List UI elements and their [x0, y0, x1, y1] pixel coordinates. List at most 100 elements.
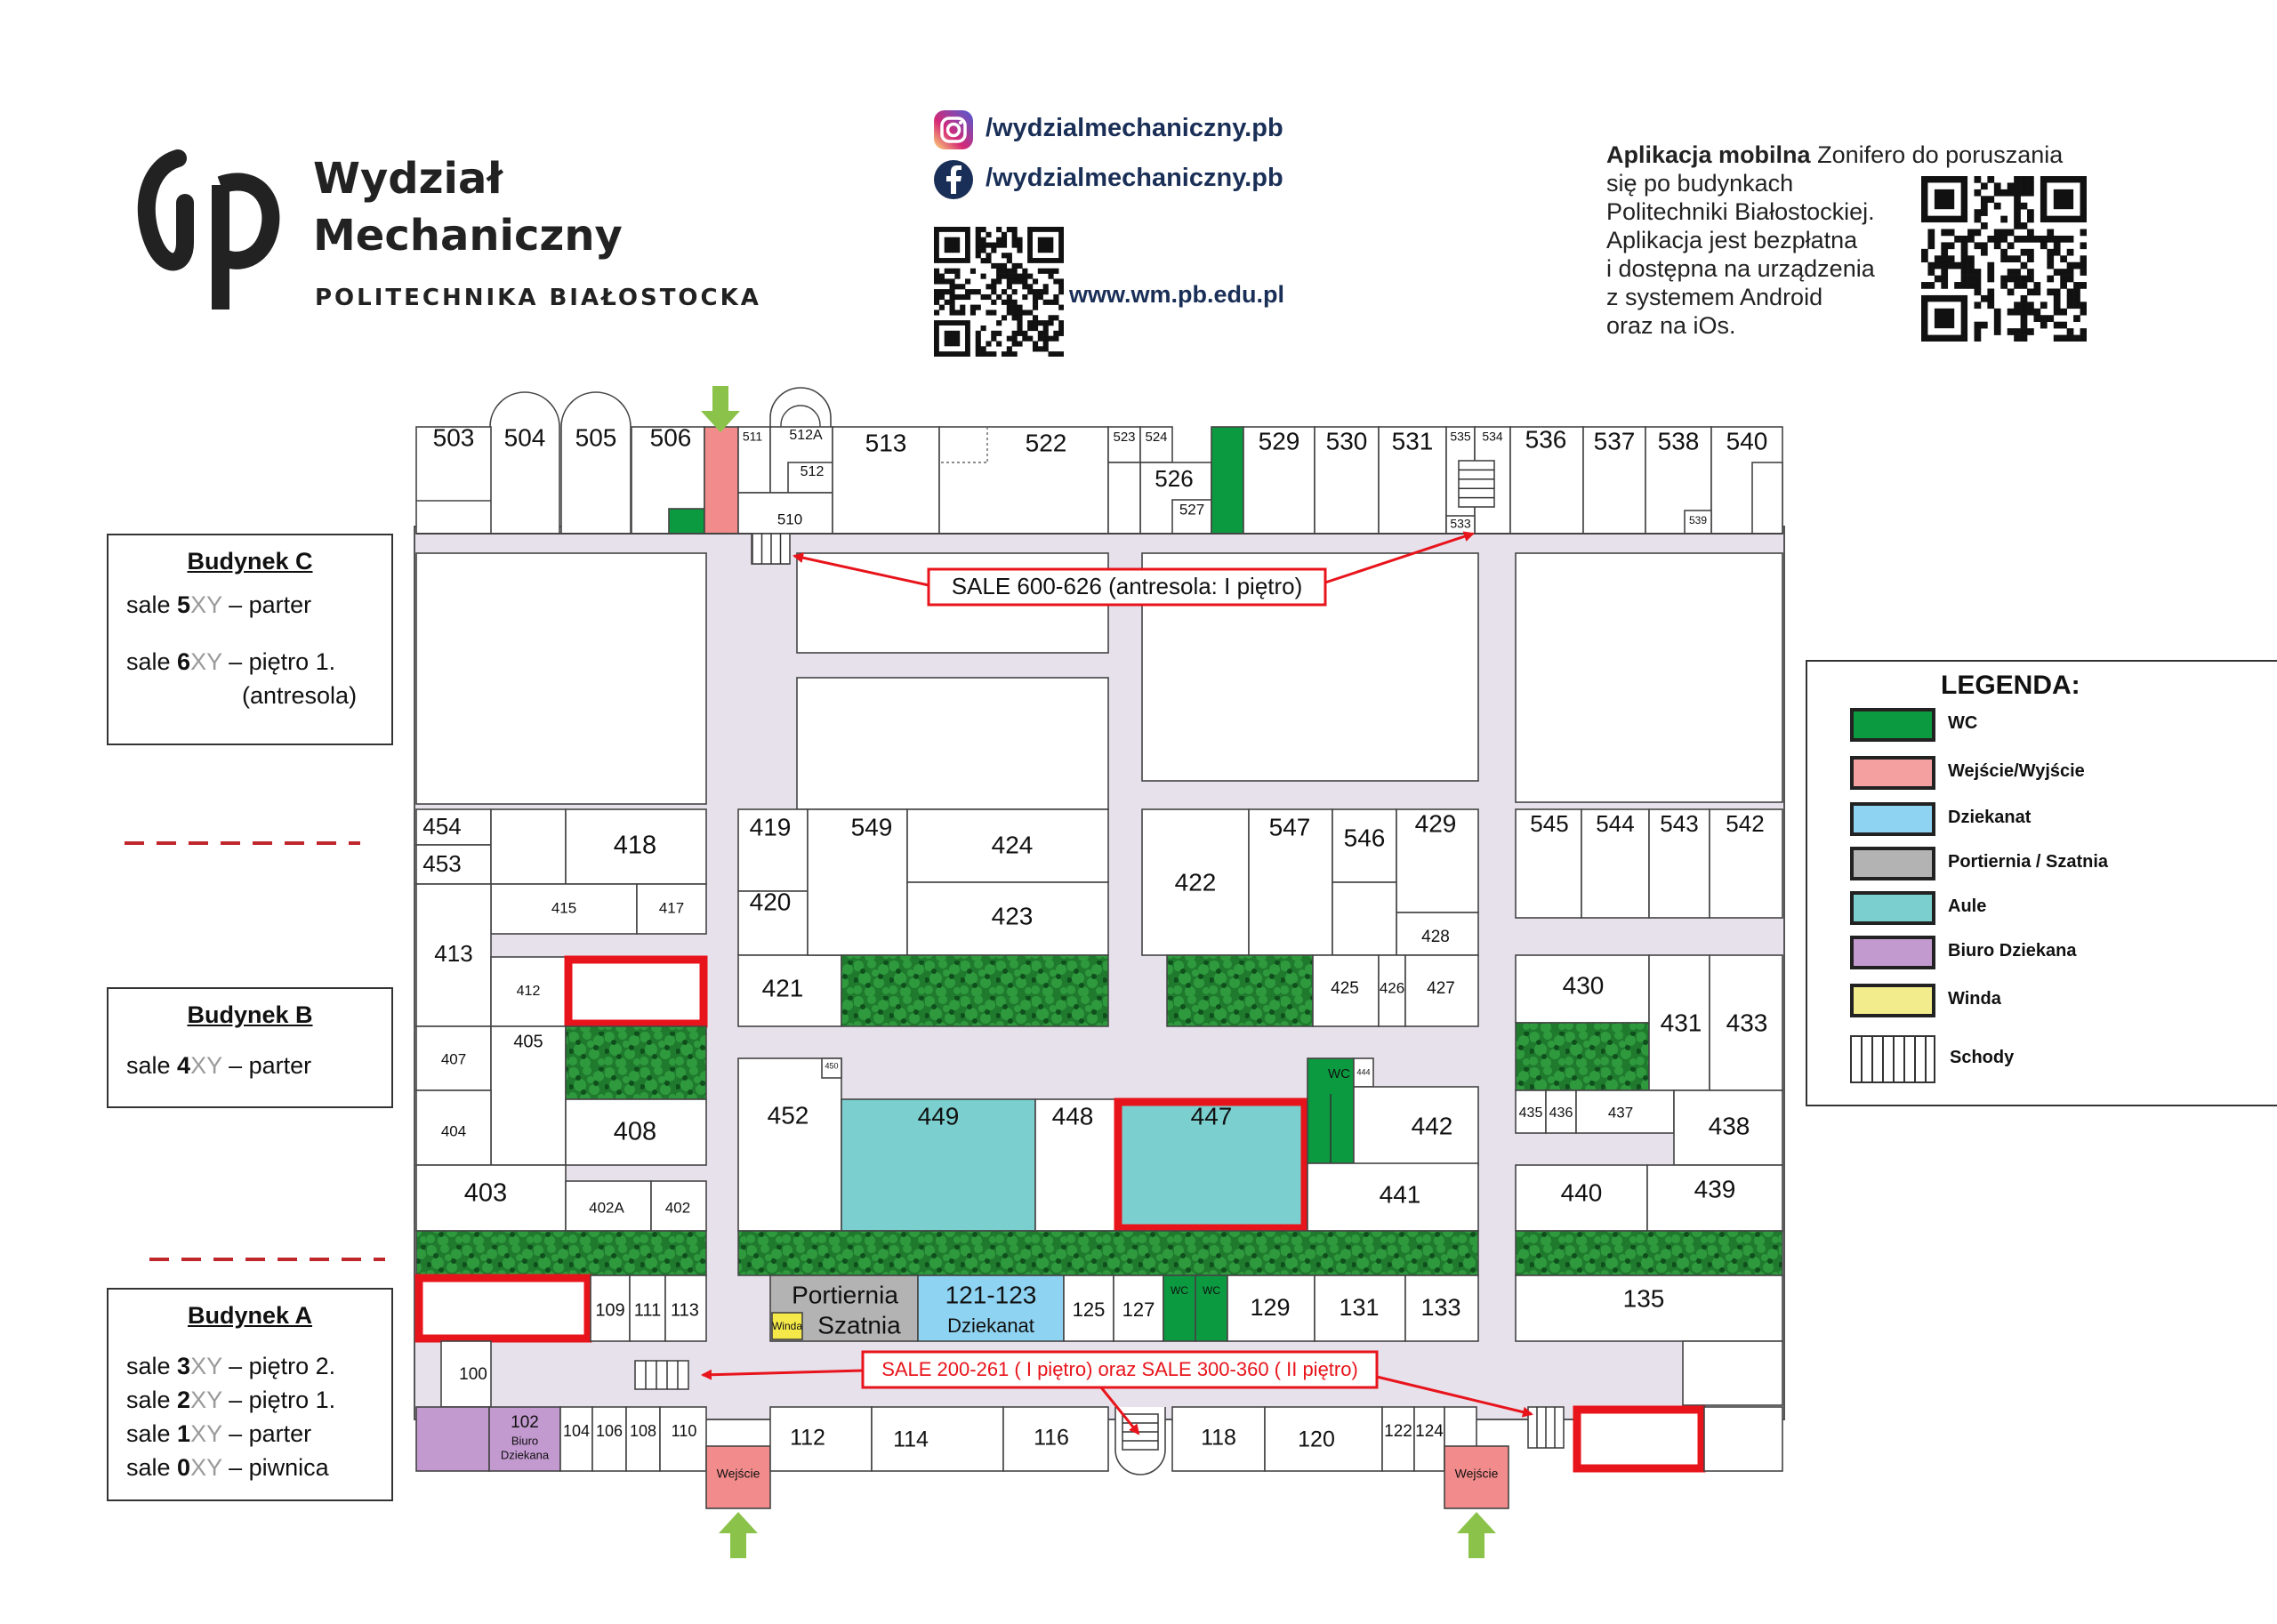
qr-module [2020, 176, 2028, 183]
qr-module [2014, 235, 2021, 243]
qr-module [1993, 308, 2001, 316]
arch-outline [560, 391, 632, 534]
room-label: 549 [851, 813, 893, 840]
room-label: 546 [1344, 824, 1386, 851]
room-box [625, 1406, 661, 1472]
qr-module [2060, 235, 2067, 243]
qr-module [1027, 335, 1034, 342]
qr-module [954, 293, 961, 301]
qr-module [2060, 275, 2067, 283]
qr-module [1967, 235, 1975, 243]
qr-module [2007, 229, 2015, 237]
facebook-handle[interactable]: /wydzialmechaniczny.pb [986, 164, 1283, 192]
qr-module [1032, 320, 1039, 326]
qr-module [1947, 261, 1955, 269]
room-label: 452 [768, 1101, 809, 1129]
qr-module [1058, 284, 1064, 290]
qr-module [2000, 215, 2008, 223]
hall-right-block [1515, 552, 1783, 803]
qr-module [2007, 328, 2015, 335]
room-box [737, 890, 809, 956]
qr-module [2073, 261, 2080, 269]
qr-module [1037, 346, 1043, 352]
instagram-handle[interactable]: /wydzialmechaniczny.pb [986, 114, 1283, 142]
room-label: 132 [1619, 1423, 1661, 1451]
qr-module [1058, 325, 1064, 332]
qr-module [1058, 289, 1064, 295]
room-449 [841, 1098, 1036, 1232]
qr-module [2060, 269, 2067, 276]
faculty-name-line1: Wydział [313, 154, 503, 204]
qr-module [1058, 304, 1064, 310]
room-box [1227, 1274, 1316, 1342]
qr-module [970, 304, 977, 310]
hala-pojazdow [415, 552, 707, 805]
room-box [1581, 808, 1650, 919]
room-label: 118 [1201, 1426, 1236, 1451]
qr-module [1058, 320, 1064, 326]
qr-module [2014, 308, 2021, 316]
building-a-line4: sale 0XY – piwnica [126, 1451, 391, 1484]
qr-module [949, 278, 955, 285]
qr-module [2014, 275, 2021, 283]
building-c-l1b: 5 [177, 591, 191, 618]
building-a-l4n: 0 [177, 1454, 191, 1481]
qr-module [2020, 202, 2028, 210]
qr-module [1974, 189, 1982, 197]
room-410 [565, 956, 707, 1027]
room-label: 447 [1191, 1102, 1233, 1130]
qr-module [2014, 255, 2021, 263]
qr-module [1011, 262, 1018, 269]
qr-module [1941, 255, 1949, 263]
app-line-5: i dostępna na urządzenia [1606, 255, 1875, 282]
qr-module [996, 293, 1002, 301]
room-label: 511 [743, 430, 763, 444]
building-c-l2c: XY [190, 648, 222, 675]
building-separator-ba [149, 1258, 385, 1261]
qr-module [2014, 222, 2021, 229]
qr-module [2014, 209, 2021, 216]
qr-module [2020, 315, 2028, 322]
qr-module [934, 273, 940, 279]
website-url[interactable]: www.wm.pb.edu.pl [1069, 281, 1284, 308]
room-wc [668, 508, 705, 535]
qr-module [938, 304, 945, 310]
qr-module [954, 268, 961, 274]
qr-module [2060, 255, 2067, 263]
building-c-l1d: – parter [221, 591, 312, 618]
room-box [1171, 1406, 1266, 1472]
building-b-line1: sale 4XY – parter [126, 1049, 391, 1082]
callout-arrow [1376, 1375, 1533, 1418]
qr-module [2000, 248, 2008, 256]
building-c-l1a: sale [126, 591, 178, 618]
qr-module [1987, 294, 1995, 302]
app-qr-code[interactable] [1921, 176, 2087, 342]
qr-module [975, 289, 981, 295]
building-a-l3p: sale [126, 1420, 178, 1447]
qr-module [1017, 341, 1023, 347]
entrance-arrow-icon [719, 1512, 758, 1558]
legend-swatch [1850, 984, 1935, 1017]
qr-module [1941, 229, 1949, 237]
qr-module [996, 273, 1002, 279]
qr-module [1006, 258, 1012, 264]
callout-top-box [927, 567, 1327, 607]
room-label: 524 [1145, 430, 1167, 445]
room-box [490, 956, 567, 1027]
room-label: 503 [433, 423, 475, 451]
qr-module [975, 351, 981, 357]
room-label: 531 [1392, 427, 1434, 454]
qr-module [1987, 176, 1995, 183]
qr-module [2053, 242, 2061, 250]
entrance-box [1444, 1445, 1509, 1509]
room-label: Biuro [511, 1434, 538, 1447]
qr-module [2047, 235, 2055, 243]
room-label: 104 [563, 1422, 590, 1440]
website-qr-code[interactable] [934, 227, 1064, 357]
building-a-info: Budynek A sale 3XY – piętro 2. sale 2XY … [107, 1288, 393, 1501]
room-box [636, 883, 707, 935]
qr-module [2066, 301, 2074, 310]
qr-module [1987, 269, 1995, 276]
